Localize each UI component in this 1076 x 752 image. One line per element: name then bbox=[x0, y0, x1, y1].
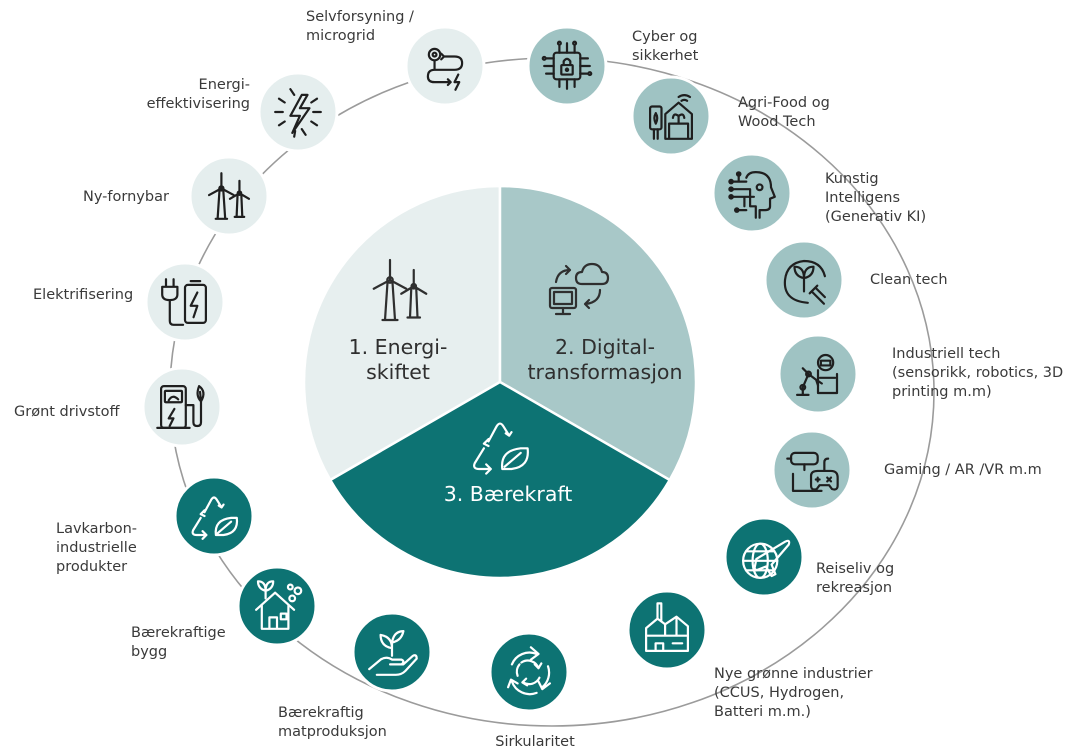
sector-label-digital: 2. Digital- transformasjon bbox=[527, 335, 683, 384]
node-8 bbox=[626, 589, 708, 671]
node-circle bbox=[630, 75, 712, 157]
node-12 bbox=[173, 475, 255, 557]
node-label-gaming: Gaming / AR /VR m.m bbox=[884, 462, 1042, 478]
node-label-industriell-tech: Industriell tech (sensorikk, robotics, 3… bbox=[892, 346, 1064, 400]
factory-icon bbox=[644, 602, 690, 653]
node-circle bbox=[626, 589, 708, 671]
node-5 bbox=[777, 333, 859, 415]
node-label-sirkularitet: Sirkularitet bbox=[495, 734, 575, 750]
node-label-reiseliv: Reiseliv og rekreasjon bbox=[816, 561, 895, 596]
eco-house-icon bbox=[254, 580, 303, 630]
node-circle bbox=[711, 152, 793, 234]
node-label-gront-drivstoff: Grønt drivstoff bbox=[14, 404, 120, 420]
plug-battery-icon bbox=[161, 278, 208, 326]
node-9 bbox=[488, 631, 570, 713]
node-6 bbox=[771, 429, 853, 511]
node-label-selvforsyning: Selvforsyning / microgrid bbox=[306, 9, 414, 44]
recycle-leaf-icon bbox=[191, 496, 239, 540]
node-2 bbox=[630, 75, 712, 157]
sector-label-energy: 1. Energi- skiftet bbox=[348, 335, 448, 384]
fuel-pump-icon bbox=[156, 384, 205, 430]
globe-plane-icon bbox=[741, 539, 791, 580]
node-7 bbox=[723, 516, 805, 598]
node-circle bbox=[257, 71, 339, 153]
node-circle bbox=[188, 155, 270, 237]
sector-label-sustainability: 3. Bærekraft bbox=[443, 482, 573, 506]
node-1 bbox=[526, 25, 608, 107]
node-label-nye-gronne-industrier: Nye grønne industrier (CCUS, Hydrogen, B… bbox=[714, 666, 873, 720]
circuit-lock-icon bbox=[541, 40, 593, 90]
node-10 bbox=[351, 611, 433, 693]
route-bolt-icon bbox=[426, 47, 464, 91]
node-label-ny-fornybar: Ny-fornybar bbox=[83, 189, 169, 205]
sector-digital bbox=[498, 184, 698, 482]
node-label-clean-tech: Clean tech bbox=[870, 272, 948, 288]
node-label-energi-effektivisering: Energi- effektivisering bbox=[146, 77, 250, 112]
node-circle bbox=[723, 516, 805, 598]
robot-arm-icon bbox=[795, 353, 839, 397]
node-11 bbox=[236, 565, 318, 647]
node-label-cyber: Cyber og sikkerhet bbox=[632, 29, 699, 64]
sector-sustainability-icon bbox=[473, 422, 529, 475]
vr-gamepad-icon bbox=[786, 451, 839, 493]
node-circle bbox=[236, 565, 318, 647]
sector-energy-icon bbox=[372, 258, 428, 322]
node-0 bbox=[404, 25, 486, 107]
node-label-elektrifisering: Elektrifisering bbox=[33, 287, 134, 303]
node-label-kunstig-intelligens: Kunstig Intelligens (Generativ KI) bbox=[825, 171, 927, 225]
node-circles bbox=[141, 25, 859, 713]
node-13 bbox=[141, 366, 223, 448]
node-label-baerekraftige-bygg: Bærekraftige bygg bbox=[131, 625, 226, 660]
wind-turbines-icon bbox=[207, 172, 251, 220]
node-circle bbox=[404, 25, 486, 107]
node-label-lavkarbon: Lavkarbon- industrielle produkter bbox=[56, 521, 138, 575]
node-16 bbox=[257, 71, 339, 153]
sector-sustainability bbox=[328, 380, 672, 580]
ai-head-icon bbox=[728, 170, 776, 219]
node-circle bbox=[173, 475, 255, 557]
node-circle bbox=[771, 429, 853, 511]
sector-energy bbox=[302, 184, 502, 482]
node-15 bbox=[188, 155, 270, 237]
sector-digital-icon bbox=[548, 262, 610, 316]
node-label-agri-food: Agri-Food og Wood Tech bbox=[738, 95, 830, 130]
smart-farm-icon bbox=[648, 94, 694, 140]
node-circle bbox=[141, 366, 223, 448]
node-4 bbox=[763, 239, 845, 321]
node-14 bbox=[144, 261, 226, 343]
node-circle bbox=[488, 631, 570, 713]
lightning-burst-icon bbox=[274, 88, 322, 138]
center-pie bbox=[302, 184, 698, 580]
circular-arrows-icon bbox=[506, 646, 552, 696]
hand-plant-icon bbox=[368, 629, 418, 676]
node-label-baerekraftig-matproduksjon: Bærekraftig matproduksjon bbox=[278, 705, 387, 740]
sprout-plug-icon bbox=[783, 259, 827, 305]
node-3 bbox=[711, 152, 793, 234]
